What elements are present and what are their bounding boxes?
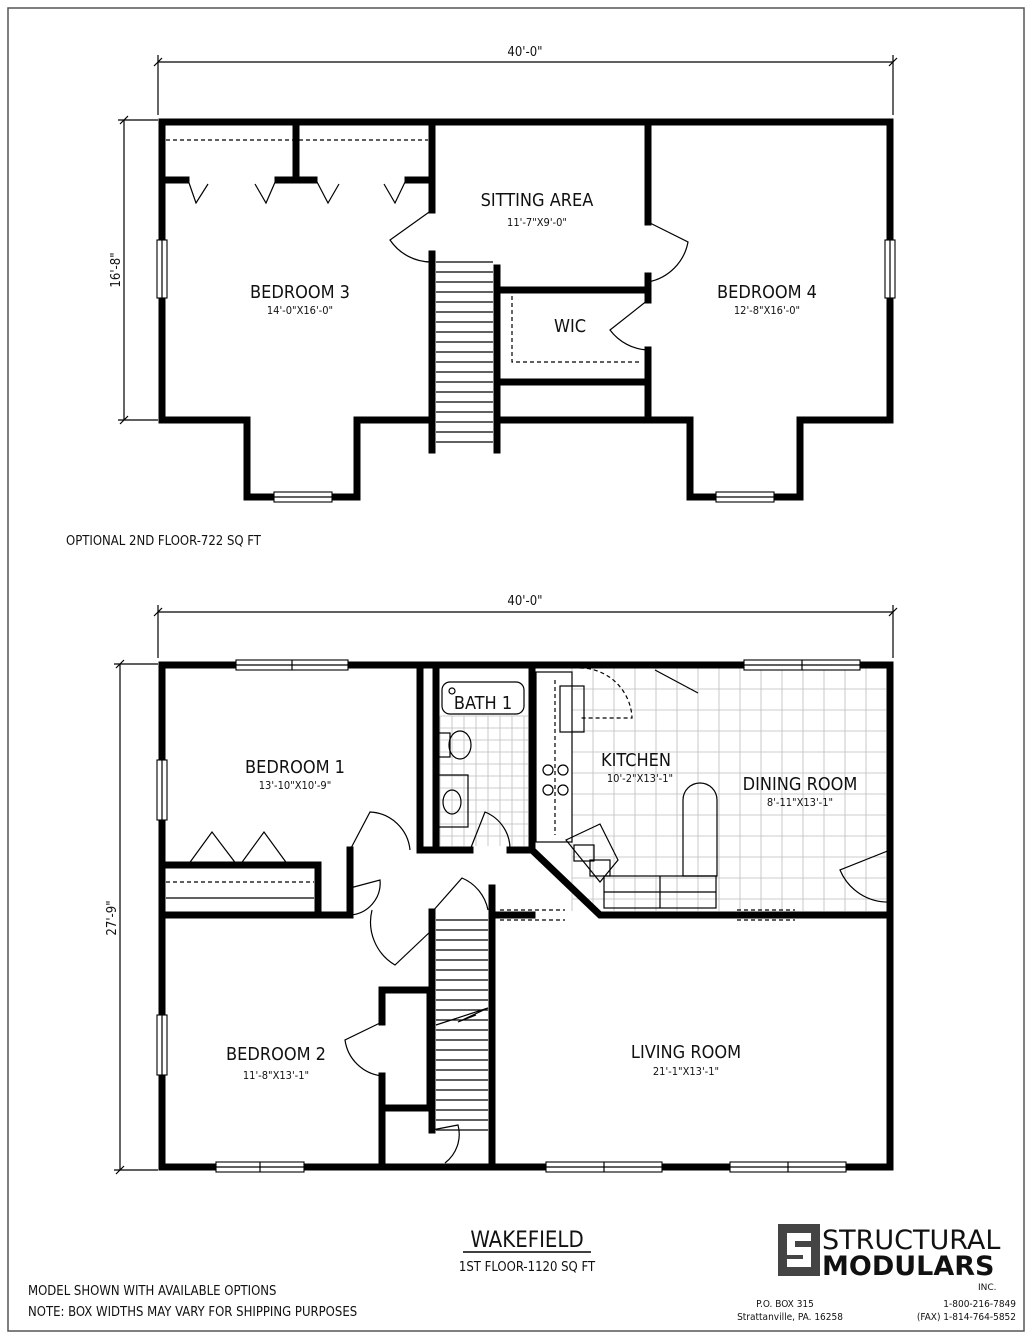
upper-stair: [436, 261, 493, 443]
main-depth-dimension: [114, 659, 158, 1175]
main-windows: [156, 659, 861, 1173]
kitchen-fixtures: [535, 667, 718, 909]
company-address-1: P.O. BOX 315: [756, 1299, 814, 1310]
room-name-living-room: LIVING ROOM: [631, 1042, 741, 1063]
upper-floor-caption: OPTIONAL 2ND FLOOR-722 SQ FT: [66, 534, 262, 549]
upper-width-label: 40'-0": [507, 45, 542, 60]
room-size-dining-room: 8'-11"X13'-1": [767, 796, 833, 809]
upper-walls: [158, 118, 894, 501]
upper-floor-plan: 40'-0" 16'-8": [66, 45, 898, 549]
first-floor-area: 1ST FLOOR-1120 SQ FT: [459, 1260, 596, 1275]
room-size-bedroom-3: 14'-0"X16'-0": [267, 304, 333, 317]
room-size-kitchen: 10'-2"X13'-1": [607, 772, 673, 785]
company-name-line-1: STRUCTURAL: [822, 1225, 1000, 1256]
room-name-kitchen: KITCHEN: [601, 750, 671, 771]
main-width-dimension: [153, 605, 898, 658]
upper-closet-doors: [187, 179, 407, 205]
main-depth-label: 27'-9": [105, 900, 120, 935]
room-size-bedroom-1: 13'-10"X10'-9": [259, 779, 332, 792]
room-size-bedroom-2: 11'-8"X13'-1": [243, 1069, 309, 1082]
note-model-options: MODEL SHOWN WITH AVAILABLE OPTIONS: [28, 1284, 277, 1299]
upper-depth-label: 16'-8": [109, 252, 124, 287]
room-name-bedroom-3: BEDROOM 3: [250, 282, 350, 303]
company-suffix: INC.: [978, 1283, 997, 1293]
main-stair: [436, 919, 488, 1131]
company-phone: 1-800-216-7849: [943, 1299, 1016, 1310]
room-size-living-room: 21'-1"X13'-1": [653, 1065, 719, 1078]
company-address-2: Strattanville, PA. 16258: [737, 1312, 843, 1323]
room-name-wic: WIC: [554, 316, 586, 337]
upper-depth-dimension: [118, 115, 158, 425]
upper-swing-doors: [389, 209, 689, 351]
main-swing-doors: [344, 669, 891, 1164]
room-size-sitting-area: 11'-7"X9'-0": [507, 216, 567, 229]
bedroom-1-closet: [166, 830, 314, 899]
structural-modulars-logo-mark: [778, 1224, 820, 1276]
room-name-bedroom-1: BEDROOM 1: [245, 757, 345, 778]
main-floor-plan: 40'-0" 27'-9": [105, 594, 898, 1175]
title-block: WAKEFIELD 1ST FLOOR-1120 SQ FT MODEL SHO…: [28, 1228, 596, 1320]
room-name-bedroom-2: BEDROOM 2: [226, 1044, 326, 1065]
company-name-line-2: MODULARS: [822, 1251, 995, 1282]
main-width-label: 40'-0": [507, 594, 542, 609]
room-name-bath-1: BATH 1: [454, 693, 512, 714]
room-name-bedroom-4: BEDROOM 4: [717, 282, 817, 303]
company-logo: STRUCTURAL MODULARS INC. P.O. BOX 315 St…: [737, 1224, 1016, 1323]
upper-width-dimension: [153, 55, 898, 115]
room-name-dining-room: DINING ROOM: [743, 774, 858, 795]
bath-fixtures: [437, 681, 525, 828]
room-name-sitting-area: SITTING AREA: [481, 190, 594, 211]
note-box-widths: NOTE: BOX WIDTHS MAY VARY FOR SHIPPING P…: [28, 1305, 357, 1320]
room-size-bedroom-4: 12'-8"X16'-0": [734, 304, 800, 317]
stair-break-line: [435, 1007, 489, 1026]
main-openings: [500, 909, 795, 921]
model-name: WAKEFIELD: [470, 1228, 583, 1253]
upper-windows: [156, 239, 896, 503]
sheet-border: [7, 7, 1025, 1332]
company-fax: (FAX) 1-814-764-5852: [917, 1312, 1016, 1323]
